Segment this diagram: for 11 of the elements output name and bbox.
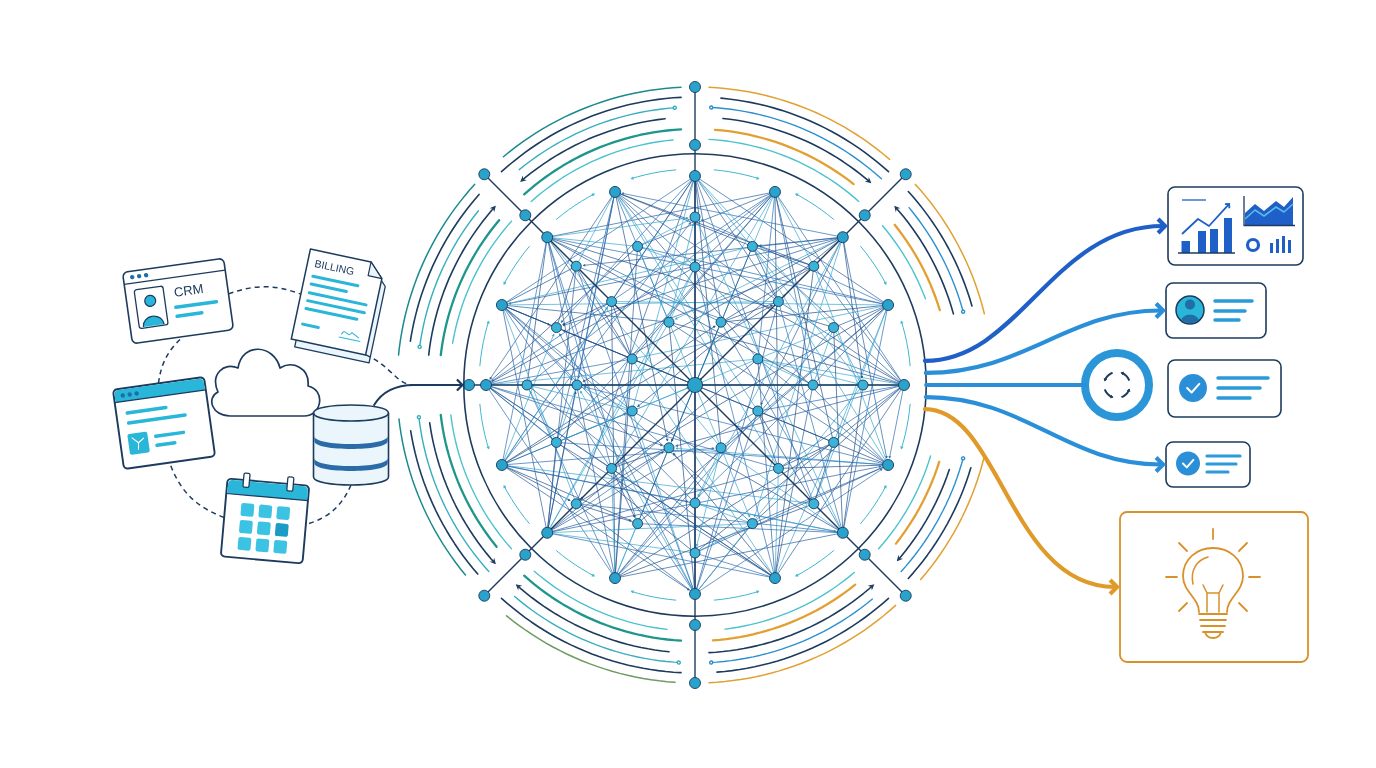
arrow (923, 395, 1166, 473)
connector-line (924, 382, 1088, 388)
arrow (922, 407, 1120, 596)
dashed-line (227, 286, 302, 295)
document: BILLING (290, 248, 386, 364)
database-cylinder (312, 404, 390, 486)
calendar (220, 472, 310, 565)
arrow (373, 378, 464, 406)
cloud (210, 348, 321, 417)
arrow (922, 217, 1168, 363)
arrow (923, 302, 1166, 375)
